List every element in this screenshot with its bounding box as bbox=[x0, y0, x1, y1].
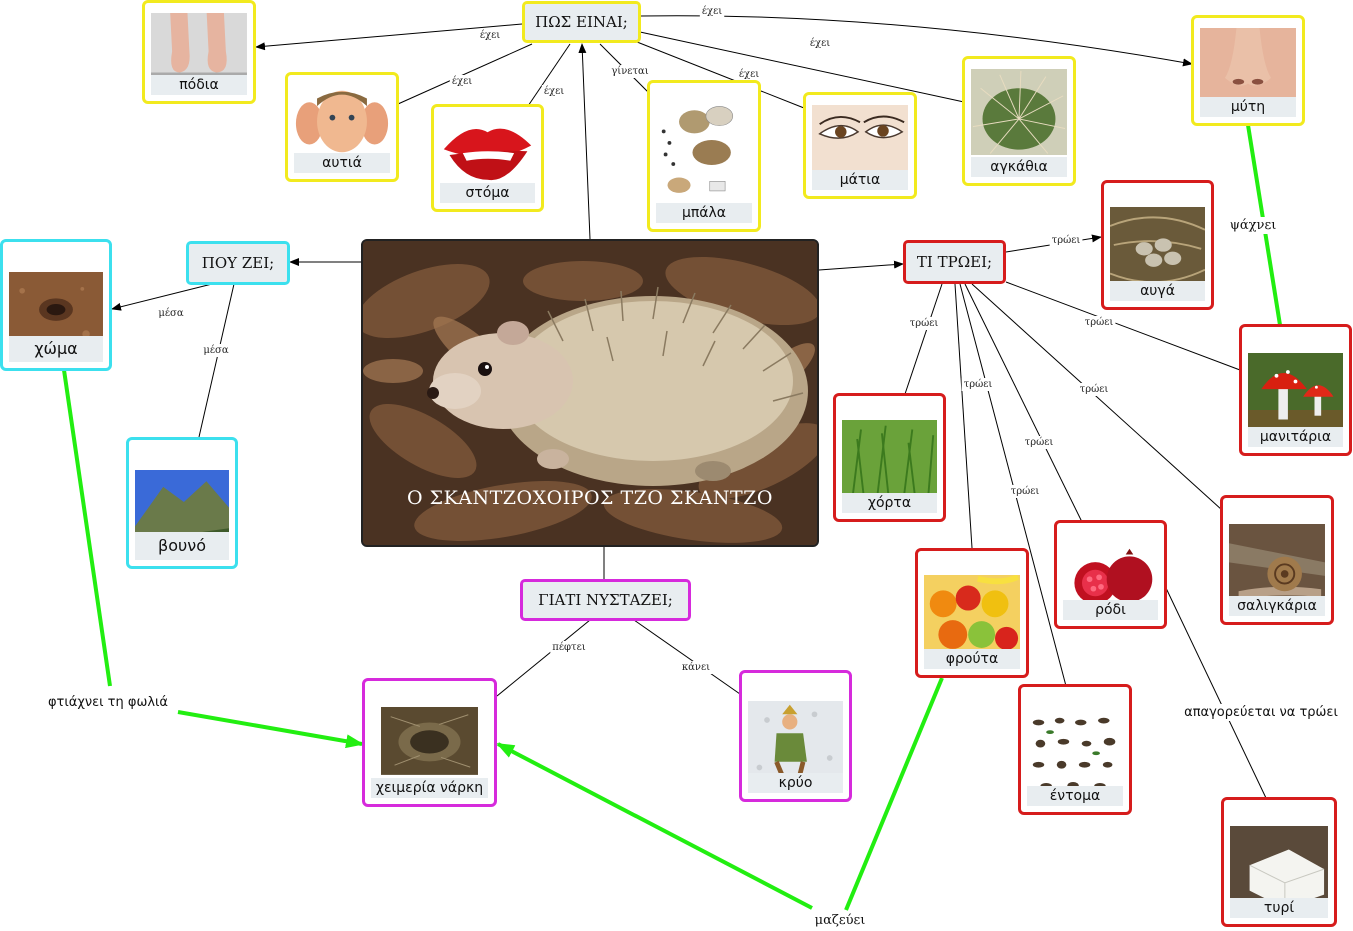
node-rodi-label: ρόδι bbox=[1063, 600, 1158, 620]
node-podia-label: πόδια bbox=[151, 75, 247, 95]
mushrooms-image bbox=[1248, 353, 1343, 439]
node-autia-label: αυτιά bbox=[294, 153, 390, 173]
cactus-spines-image bbox=[971, 69, 1067, 155]
node-avga-label: αυγά bbox=[1110, 281, 1205, 301]
question-what-eats[interactable]: ΤΙ ΤΡΩΕΙ; bbox=[903, 240, 1006, 284]
central-title: Ο ΣΚΑΝΤΖΟΧΟΙΡΟΣ ΤΖΟ ΣΚΑΝΤΖΟ bbox=[363, 487, 817, 509]
link-how-autia bbox=[398, 44, 532, 104]
link-label-trwei-rodi: τρώει bbox=[1025, 437, 1054, 448]
node-entoma[interactable]: έντομα bbox=[1018, 684, 1132, 815]
mouth-image bbox=[440, 117, 535, 185]
link-label-exei-myti: έχει bbox=[702, 6, 722, 17]
link-label-psaxnei: ψάχνει bbox=[1230, 218, 1277, 233]
node-saligkaria[interactable]: σαλιγκάρια bbox=[1220, 495, 1334, 625]
link-label-trwei-entoma: τρώει bbox=[1011, 486, 1040, 497]
node-mpala-label: μπάλα bbox=[656, 203, 752, 223]
question-where[interactable]: ΠΟΥ ΖΕΙ; bbox=[186, 241, 290, 285]
ball-sketch-image bbox=[656, 93, 752, 202]
link-where-vouno bbox=[199, 284, 234, 437]
link-label-exei-stoma: έχει bbox=[544, 86, 564, 97]
link-label-exei-podia: έχει bbox=[480, 30, 500, 41]
central-image-hedgehog[interactable]: Ο ΣΚΑΝΤΖΟΧΟΙΡΟΣ ΤΖΟ ΣΚΑΝΤΖΟ bbox=[361, 239, 819, 547]
node-xoma-label: χώμα bbox=[9, 336, 103, 362]
link-label-mesa-vouno: μέσα bbox=[203, 345, 229, 356]
node-myti[interactable]: μύτη bbox=[1191, 15, 1305, 126]
node-vouno[interactable]: βουνό bbox=[126, 437, 238, 569]
link-label-apagorevetai: απαγορεύεται να τρώει bbox=[1184, 705, 1338, 720]
node-saligkaria-label: σαλιγκάρια bbox=[1229, 596, 1325, 616]
node-stoma[interactable]: στόμα bbox=[431, 104, 544, 212]
node-mpala[interactable]: μπάλα bbox=[647, 80, 761, 232]
node-vouno-label: βουνό bbox=[135, 532, 229, 560]
nose-image bbox=[1200, 28, 1296, 99]
link-label-ginetai: γίνεται bbox=[611, 66, 648, 77]
node-xeimeria-narki[interactable]: χειμερία νάρκη bbox=[362, 678, 497, 807]
link-why-narki bbox=[497, 620, 590, 696]
link-eats-frouta bbox=[955, 284, 972, 548]
question-how[interactable]: ΠΩΣ ΕΙΝΑΙ; bbox=[522, 1, 641, 43]
node-tyri-label: τυρί bbox=[1230, 898, 1328, 918]
node-myti-label: μύτη bbox=[1200, 97, 1296, 117]
link-why-kryo bbox=[634, 620, 740, 694]
node-xorta[interactable]: χόρτα bbox=[833, 393, 946, 522]
node-podia[interactable]: πόδια bbox=[142, 0, 256, 104]
node-frouta-label: φρούτα bbox=[924, 649, 1020, 669]
link-center-how bbox=[582, 44, 590, 239]
link-label-mesa-xoma: μέσα bbox=[158, 308, 184, 319]
green-link-xoma-label bbox=[64, 370, 110, 686]
link-label-trwei-xorta: τρώει bbox=[910, 318, 939, 329]
node-autia[interactable]: αυτιά bbox=[285, 72, 399, 182]
link-label-exei-agkathia: έχει bbox=[810, 38, 830, 49]
node-manitaria-label: μανιτάρια bbox=[1248, 427, 1343, 447]
node-tyri[interactable]: τυρί bbox=[1221, 797, 1337, 927]
question-why-sleeps[interactable]: ΓΙΑΤΙ ΝΥΣΤΑΖΕΙ; bbox=[520, 579, 691, 621]
node-entoma-label: έντομα bbox=[1027, 786, 1123, 806]
node-manitaria[interactable]: μανιτάρια bbox=[1239, 324, 1352, 456]
node-agkathia[interactable]: αγκάθια bbox=[962, 56, 1076, 186]
node-xeimeria-narki-label: χειμερία νάρκη bbox=[371, 778, 488, 798]
link-center-eats bbox=[819, 264, 903, 270]
ears-image bbox=[294, 85, 390, 156]
node-rodi[interactable]: ρόδι bbox=[1054, 520, 1167, 629]
link-label-trwei-saligkaria: τρώει bbox=[1080, 384, 1109, 395]
green-link-frouta-label bbox=[846, 678, 942, 910]
insects-image bbox=[1027, 711, 1123, 797]
feet-image bbox=[151, 13, 247, 80]
link-label-trwei-frouta: τρώει bbox=[964, 379, 993, 390]
green-link-label-narki bbox=[178, 712, 362, 744]
node-matia[interactable]: μάτια bbox=[803, 92, 917, 199]
node-kryo-label: κρύο bbox=[748, 773, 843, 793]
eyes-image bbox=[812, 105, 908, 172]
link-label-pefei: πέφτει bbox=[552, 642, 585, 653]
link-label-trwei-manitaria: τρώει bbox=[1085, 317, 1114, 328]
link-where-xoma bbox=[112, 284, 212, 309]
node-kryo[interactable]: κρύο bbox=[739, 670, 852, 802]
link-eats-xorta bbox=[905, 284, 942, 394]
link-label-trwei-avga: τρώει bbox=[1052, 235, 1081, 246]
node-xoma[interactable]: χώμα bbox=[0, 239, 112, 371]
link-label-mazevei: μαζεύει bbox=[815, 913, 866, 928]
link-label-ftiaxnei: φτιάχνει τη φωλιά bbox=[48, 695, 168, 710]
link-how-myti bbox=[640, 16, 1192, 64]
node-frouta[interactable]: φρούτα bbox=[915, 548, 1029, 678]
link-label-kanei: κάνει bbox=[682, 662, 710, 673]
link-label-exei-matia: έχει bbox=[739, 69, 759, 80]
eggs-image bbox=[1110, 207, 1205, 293]
hibernation-nest-image bbox=[381, 707, 478, 775]
node-agkathia-label: αγκάθια bbox=[971, 157, 1067, 177]
node-matia-label: μάτια bbox=[812, 170, 908, 190]
link-label-exei-autia: έχει bbox=[452, 76, 472, 87]
node-stoma-label: στόμα bbox=[440, 183, 535, 203]
node-xorta-label: χόρτα bbox=[842, 493, 937, 513]
node-avga[interactable]: αυγά bbox=[1101, 180, 1214, 310]
